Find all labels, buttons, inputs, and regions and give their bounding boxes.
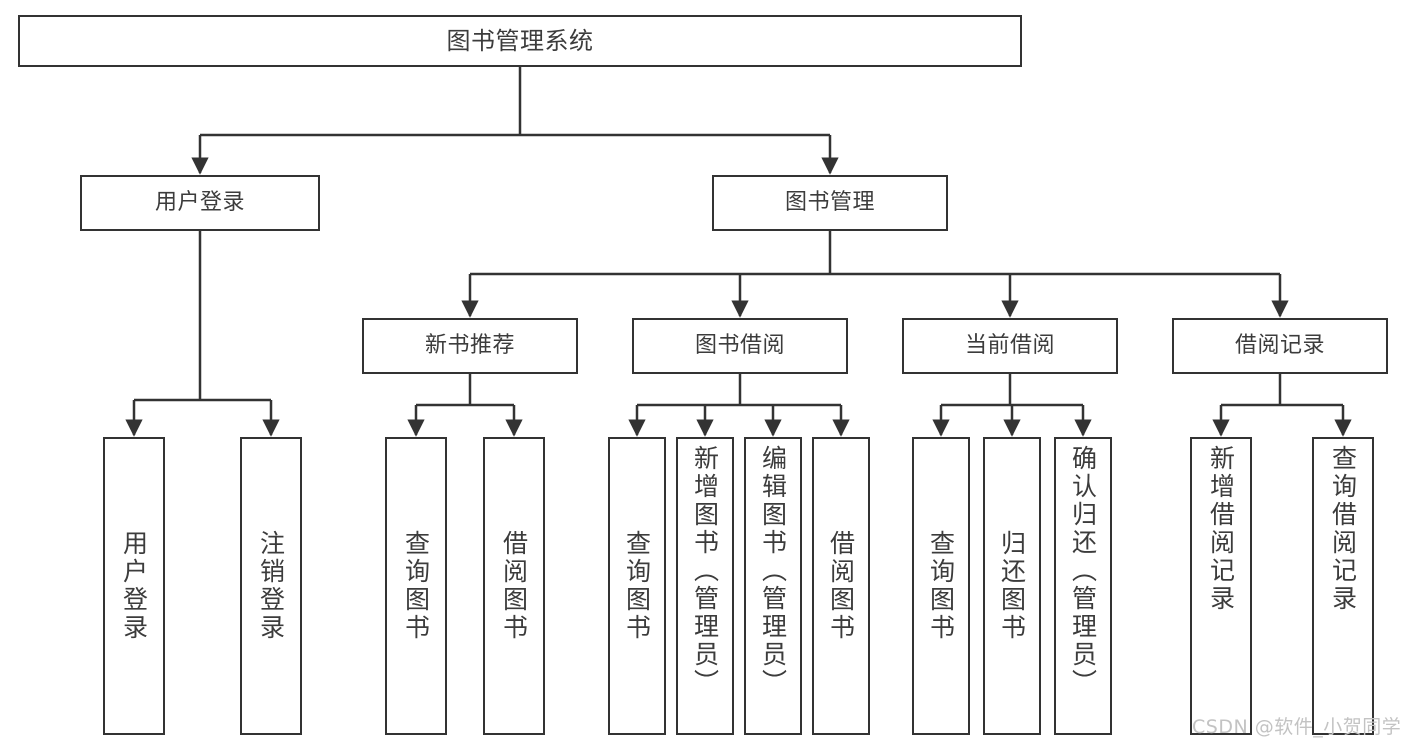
node-label: 查询图书: [401, 530, 431, 642]
node-label: 注销登录: [256, 530, 286, 642]
csdn-watermark: CSDN @软件_小贺同学: [1192, 716, 1402, 738]
node-leaf-query-book-rec[interactable]: 查询图书: [385, 437, 447, 735]
node-root-book-management-system[interactable]: 图书管理系统: [18, 15, 1022, 67]
connector-bus: [416, 374, 514, 407]
node-label: 图书借阅: [694, 333, 785, 359]
node-book-manage[interactable]: 图书管理: [712, 175, 948, 231]
node-leaf-edit-book-admin[interactable]: 编辑图书（管理员）: [744, 437, 802, 735]
connector-bus: [941, 374, 1083, 407]
node-borrow-record[interactable]: 借阅记录: [1172, 318, 1388, 374]
connector-bus: [200, 67, 830, 137]
node-label: 图书管理系统: [446, 26, 594, 55]
node-label: 用户登录: [119, 530, 149, 642]
node-label: 新增借阅记录: [1206, 445, 1236, 613]
node-new-book-recommend[interactable]: 新书推荐: [362, 318, 578, 374]
connector-bus: [470, 231, 1280, 276]
connector-bus: [1221, 374, 1343, 407]
node-leaf-add-borrow-record[interactable]: 新增借阅记录: [1190, 437, 1252, 735]
node-label: 用户登录: [154, 190, 245, 216]
node-label: 借阅图书: [826, 530, 856, 642]
node-label: 确认归还（管理员）: [1068, 445, 1098, 697]
node-leaf-query-book-borrow[interactable]: 查询图书: [608, 437, 666, 735]
node-leaf-user-login[interactable]: 用户登录: [103, 437, 165, 735]
node-leaf-logout[interactable]: 注销登录: [240, 437, 302, 735]
node-leaf-confirm-return[interactable]: 确认归还（管理员）: [1054, 437, 1112, 735]
node-label: 归还图书: [997, 530, 1027, 642]
node-label: 新书推荐: [424, 333, 515, 359]
node-leaf-query-book-current[interactable]: 查询图书: [912, 437, 970, 735]
node-label: 借阅记录: [1234, 333, 1325, 359]
node-book-borrow[interactable]: 图书借阅: [632, 318, 848, 374]
connector-bus: [637, 374, 841, 407]
node-leaf-borrow-book[interactable]: 借阅图书: [812, 437, 870, 735]
node-leaf-borrow-book-rec[interactable]: 借阅图书: [483, 437, 545, 735]
node-label: 新增图书（管理员）: [690, 445, 720, 697]
node-current-borrow[interactable]: 当前借阅: [902, 318, 1118, 374]
node-label: 当前借阅: [964, 333, 1055, 359]
node-label: 查询图书: [622, 530, 652, 642]
node-label: 查询图书: [926, 530, 956, 642]
node-leaf-query-borrow-record[interactable]: 查询借阅记录: [1312, 437, 1374, 735]
node-label: 查询借阅记录: [1328, 445, 1358, 613]
node-leaf-add-book-admin[interactable]: 新增图书（管理员）: [676, 437, 734, 735]
node-leaf-return-book[interactable]: 归还图书: [983, 437, 1041, 735]
node-label: 编辑图书（管理员）: [758, 445, 788, 697]
connector-bus: [134, 231, 271, 402]
node-user-login[interactable]: 用户登录: [80, 175, 320, 231]
node-label: 借阅图书: [499, 530, 529, 642]
node-label: 图书管理: [784, 190, 875, 216]
